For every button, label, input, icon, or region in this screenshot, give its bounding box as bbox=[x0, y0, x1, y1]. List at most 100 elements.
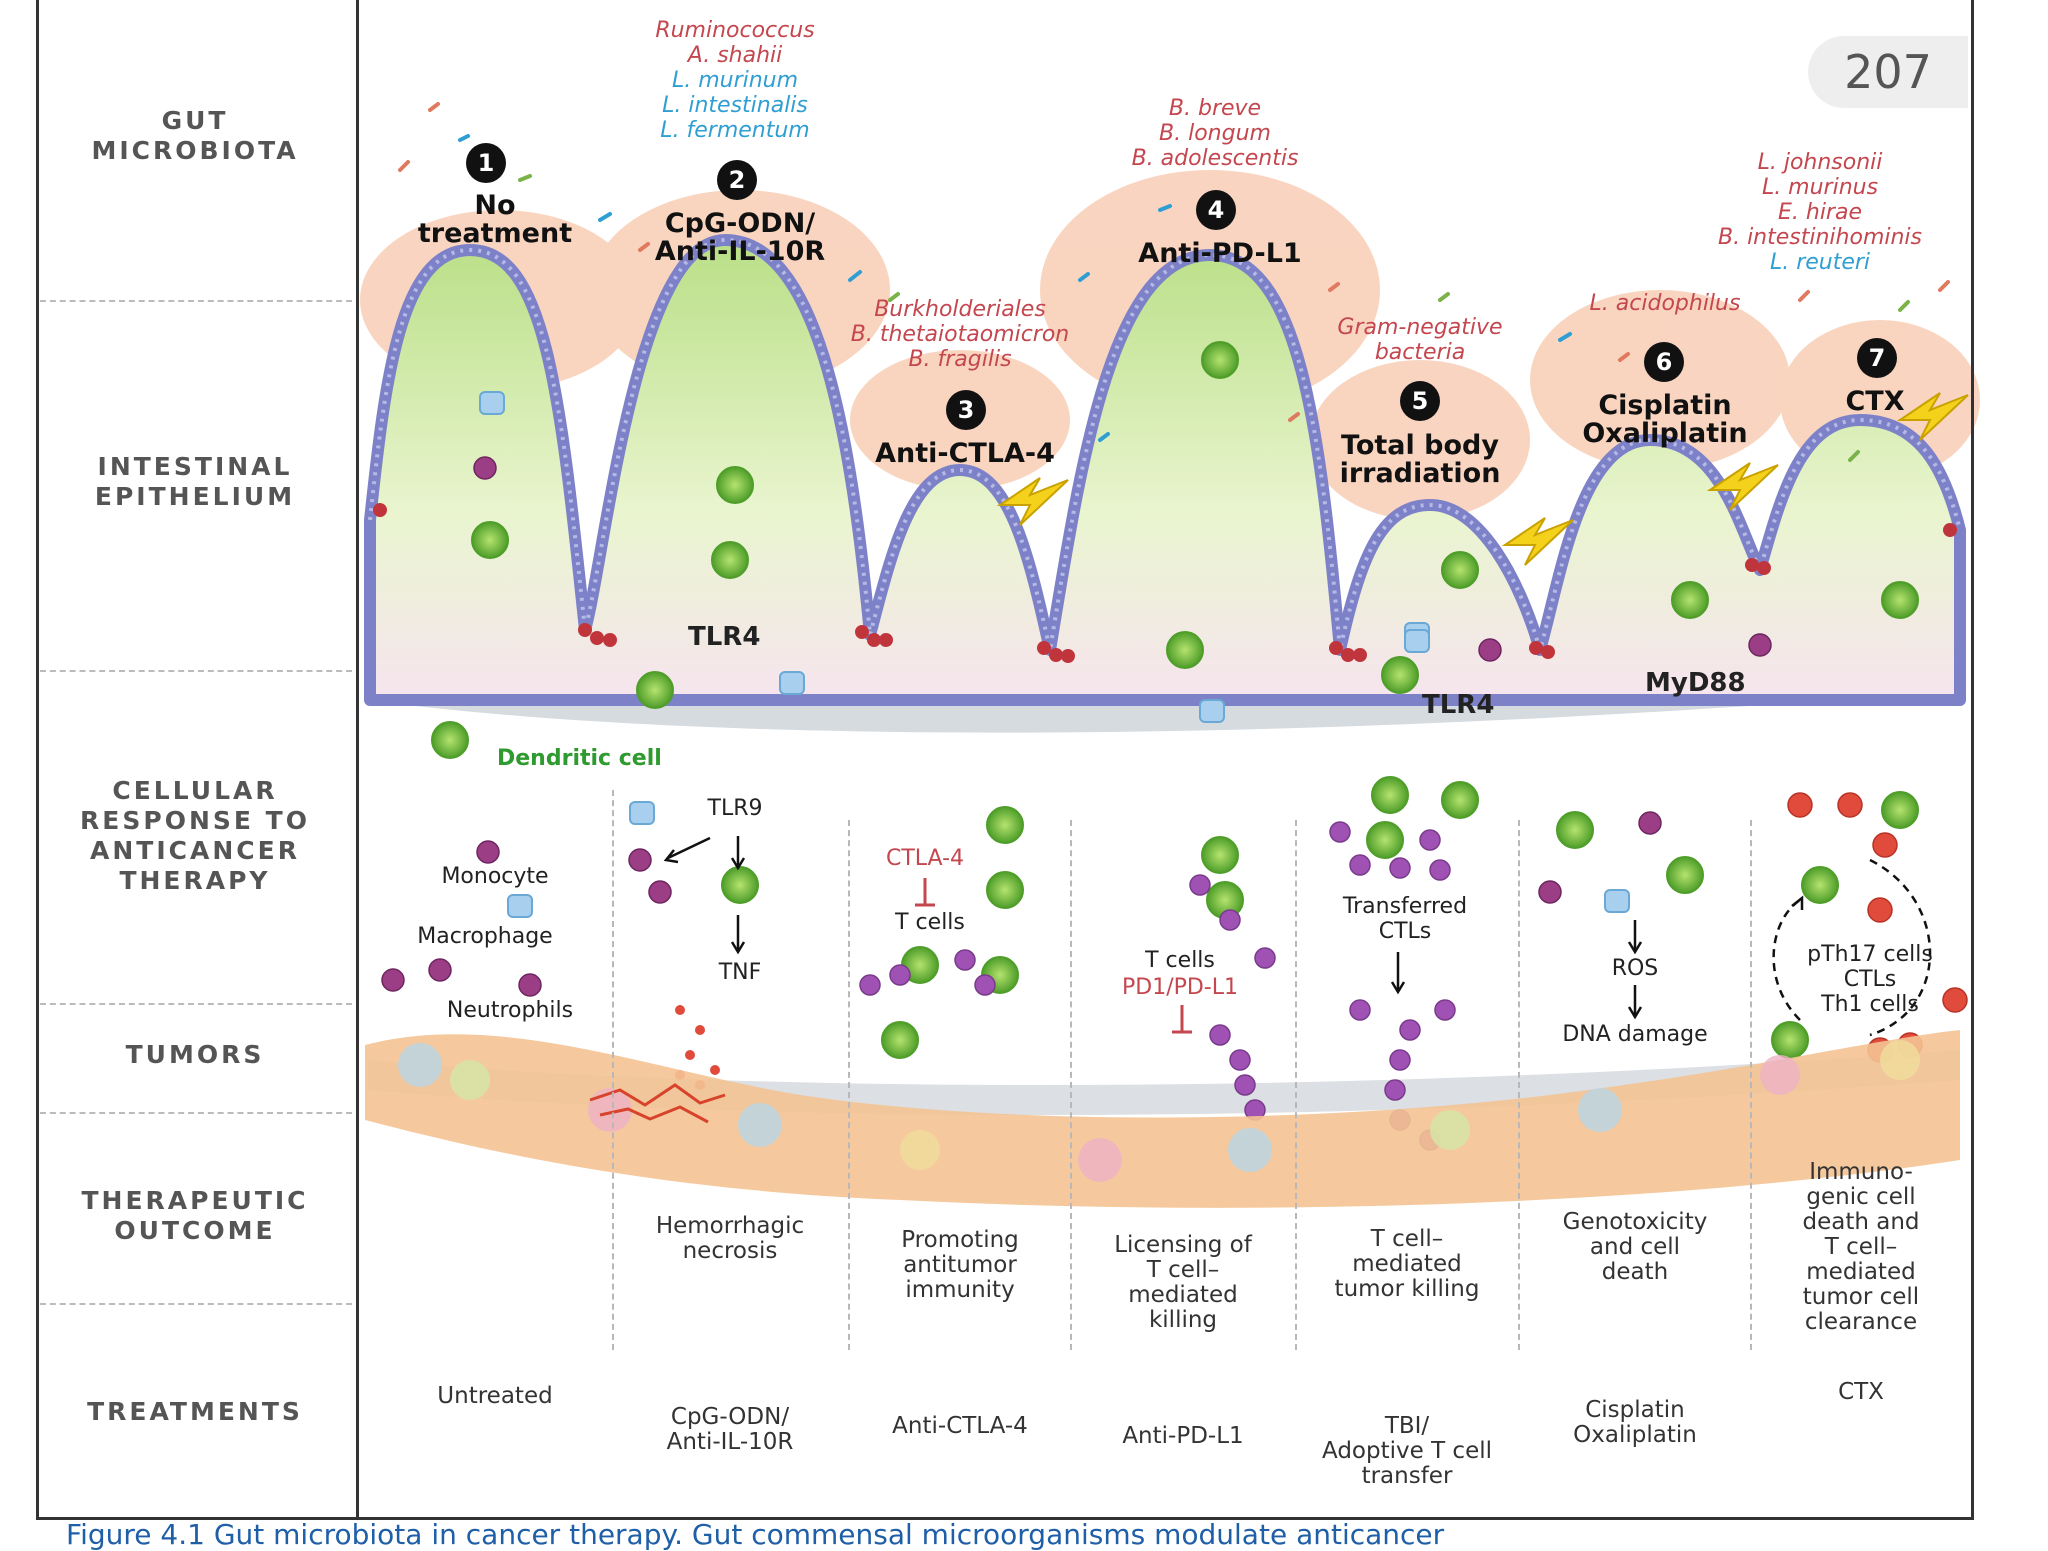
treatment-untreated: Untreated bbox=[437, 1383, 553, 1409]
species-name: L. johnsonii bbox=[1757, 150, 1883, 175]
species-name: L. murinum bbox=[671, 68, 799, 93]
species-list-red: Burkholderiales B. thetaiotaomicron B. f… bbox=[810, 297, 1110, 372]
therapy-number: 6 bbox=[1644, 342, 1684, 382]
treatment-ctx: CTX bbox=[1838, 1379, 1884, 1405]
receptor-tlr4: TLR4 bbox=[688, 622, 761, 652]
species-list-red: Gram-negative bacteria bbox=[1300, 315, 1540, 365]
column-divider bbox=[612, 790, 614, 1350]
species-name: L. murinus bbox=[1761, 175, 1879, 200]
species-list-red: L. johnsonii L. murinus E. hirae B. inte… bbox=[1670, 150, 1970, 250]
species-name: B. adolescentis bbox=[1131, 146, 1299, 171]
row-divider bbox=[40, 1003, 352, 1005]
species-name: L. fermentum bbox=[660, 118, 810, 143]
species-name: B. fragilis bbox=[908, 347, 1012, 372]
dna-damage-label: DNA damage bbox=[1562, 1022, 1708, 1047]
tumor-mass bbox=[365, 1030, 1960, 1208]
t-cells-label: T cells bbox=[1145, 948, 1215, 973]
page-number: 207 bbox=[1808, 36, 1968, 108]
lightning-bolts bbox=[996, 392, 1969, 566]
row-label-gut-microbiota: GUT MICROBIOTA bbox=[91, 106, 299, 165]
species-name: L. intestinalis bbox=[662, 93, 808, 118]
outcome-licensing-killing: Licensing of T cell– mediated killing bbox=[1114, 1232, 1252, 1333]
figure-frame bbox=[36, 0, 1974, 1520]
receptor-tlr4: TLR4 bbox=[1422, 690, 1495, 720]
species-name: B. longum bbox=[1159, 121, 1271, 146]
therapy-label: Cisplatin Oxaliplatin bbox=[1582, 390, 1748, 449]
therapy-label: Anti-PD-L1 bbox=[1138, 238, 1302, 269]
species-name: bacteria bbox=[1374, 340, 1466, 365]
row-divider bbox=[40, 300, 352, 302]
species-list-blue: L. murinum L. intestinalis L. fermentum bbox=[585, 68, 885, 143]
species-name: Burkholderiales bbox=[874, 297, 1046, 322]
label-column-divider bbox=[356, 0, 359, 1520]
therapy-number: 3 bbox=[946, 390, 986, 430]
column-divider bbox=[1750, 820, 1752, 1350]
villi bbox=[364, 234, 1966, 706]
macrophage-label: Macrophage bbox=[417, 924, 553, 949]
macrophages bbox=[479, 391, 1630, 918]
column-divider bbox=[1518, 820, 1520, 1350]
therapy-label: CTX bbox=[1845, 386, 1905, 417]
monocytes bbox=[381, 456, 1772, 997]
column-divider bbox=[1295, 820, 1297, 1350]
ctla4-label: CTLA-4 bbox=[885, 846, 965, 871]
column-divider bbox=[1070, 820, 1072, 1350]
t-cells-label: T cells bbox=[895, 910, 965, 935]
therapy-number: 4 bbox=[1196, 190, 1236, 230]
outcome-genotoxicity: Genotoxicity and cell death bbox=[1562, 1209, 1708, 1285]
receptor-myd88: MyD88 bbox=[1645, 668, 1746, 698]
tnf-label: TNF bbox=[718, 960, 762, 985]
ros-label: ROS bbox=[1611, 956, 1659, 981]
species-name: A. shahii bbox=[687, 43, 783, 68]
therapy-label: No treatment bbox=[417, 190, 573, 249]
species-list-red: Ruminococcus A. shahii bbox=[585, 18, 885, 68]
outcome-immunogenic-death: Immuno- genic cell death and T cell– med… bbox=[1802, 1159, 1920, 1335]
dendritic-cell-label: Dendritic cell bbox=[497, 746, 662, 771]
row-label-cellular-response: CELLULAR RESPONSE TO ANTICANCER THERAPY bbox=[80, 776, 310, 895]
figure-caption: Figure 4.1 Gut microbiota in cancer ther… bbox=[66, 1518, 1445, 1551]
species-name: Gram-negative bbox=[1337, 315, 1503, 340]
species-name: B. thetaiotaomicron bbox=[850, 322, 1070, 347]
inhibition-marks bbox=[915, 878, 1192, 1034]
pth17-ctl-th1-label: pTh17 cells CTLs Th1 cells bbox=[1807, 942, 1933, 1017]
species-name: Ruminococcus bbox=[655, 18, 815, 43]
row-divider bbox=[40, 1112, 352, 1114]
species-name: B. breve bbox=[1168, 96, 1262, 121]
transferred-ctls-label: Transferred CTLs bbox=[1342, 894, 1468, 944]
treatment-anti-ctla4: Anti-CTLA-4 bbox=[892, 1413, 1028, 1439]
outcome-antitumor-immunity: Promoting antitumor immunity bbox=[901, 1227, 1019, 1303]
treatment-anti-pdl1: Anti-PD-L1 bbox=[1122, 1423, 1244, 1449]
neutrophils-label: Neutrophils bbox=[446, 998, 574, 1023]
species-name: L. reuteri bbox=[1769, 250, 1871, 275]
therapy-label: CpG-ODN/ Anti-IL-10R bbox=[654, 208, 826, 267]
treatment-cpg-odn: CpG-ODN/ Anti-IL-10R bbox=[666, 1404, 794, 1455]
row-divider bbox=[40, 1303, 352, 1305]
therapy-number: 5 bbox=[1400, 381, 1440, 421]
species-list-red: L. acidophilus bbox=[1540, 291, 1790, 316]
therapy-number: 7 bbox=[1857, 338, 1897, 378]
treatment-cisplatin-oxaliplatin: Cisplatin Oxaliplatin bbox=[1573, 1397, 1697, 1448]
column-divider bbox=[848, 820, 850, 1350]
tlr9-label: TLR9 bbox=[707, 796, 763, 821]
treatment-tbi-adoptive: TBI/ Adoptive T cell transfer bbox=[1321, 1413, 1493, 1489]
row-label-treatments: TREATMENTS bbox=[87, 1397, 303, 1426]
arrows bbox=[663, 836, 1932, 1037]
therapy-number: 1 bbox=[466, 143, 506, 183]
row-label-tumors: TUMORS bbox=[125, 1040, 265, 1069]
outcome-hemorrhagic-necrosis: Hemorrhagic necrosis bbox=[655, 1213, 805, 1264]
therapy-label: Total body irradiation bbox=[1339, 430, 1501, 489]
row-divider bbox=[40, 670, 352, 672]
row-label-intestinal-epithelium: INTESTINAL EPITHELIUM bbox=[94, 452, 296, 511]
species-name: B. intestinihominis bbox=[1717, 225, 1922, 250]
species-list-blue: L. reuteri bbox=[1670, 250, 1970, 275]
monocyte-label: Monocyte bbox=[441, 864, 549, 889]
crypt-cells bbox=[373, 503, 1957, 663]
species-name: L. acidophilus bbox=[1589, 291, 1741, 316]
row-label-therapeutic-outcome: THERAPEUTIC OUTCOME bbox=[81, 1186, 309, 1245]
pd1-label: PD1/PD-L1 bbox=[1121, 975, 1238, 1000]
species-name: E. hirae bbox=[1777, 200, 1862, 225]
therapy-label: Anti-CTLA-4 bbox=[875, 438, 1055, 469]
outcome-tcell-killing: T cell– mediated tumor killing bbox=[1334, 1226, 1480, 1302]
therapy-number: 2 bbox=[717, 160, 757, 200]
